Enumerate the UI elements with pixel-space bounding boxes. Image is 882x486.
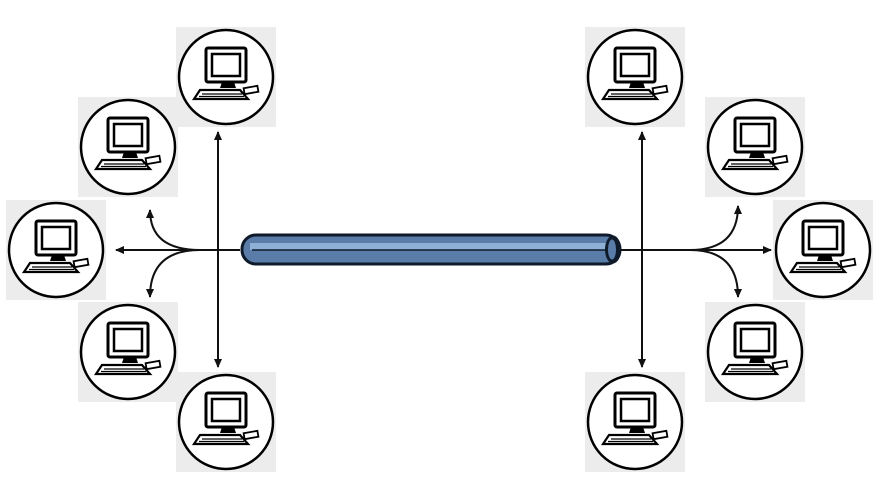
link-left-lower (146, 249, 201, 298)
link-right-lower (689, 249, 742, 298)
computer-node-left-1 (176, 27, 276, 127)
computer-node-right-2 (705, 97, 805, 197)
link-group (115, 131, 772, 368)
computer-node-right-1 (585, 27, 685, 127)
coaxial-cable (240, 233, 622, 266)
computer-node-right-5 (585, 372, 685, 472)
computer-node-right-4 (705, 302, 805, 402)
computer-node-left-5 (176, 372, 276, 472)
link-left-upper (146, 209, 201, 251)
computer-node-left-4 (78, 302, 178, 402)
computer-nodes (6, 27, 873, 472)
computer-node-right-3 (773, 200, 873, 300)
computer-node-left-3 (6, 200, 106, 300)
link-right-upper (689, 205, 742, 251)
computer-node-left-2 (78, 97, 178, 197)
